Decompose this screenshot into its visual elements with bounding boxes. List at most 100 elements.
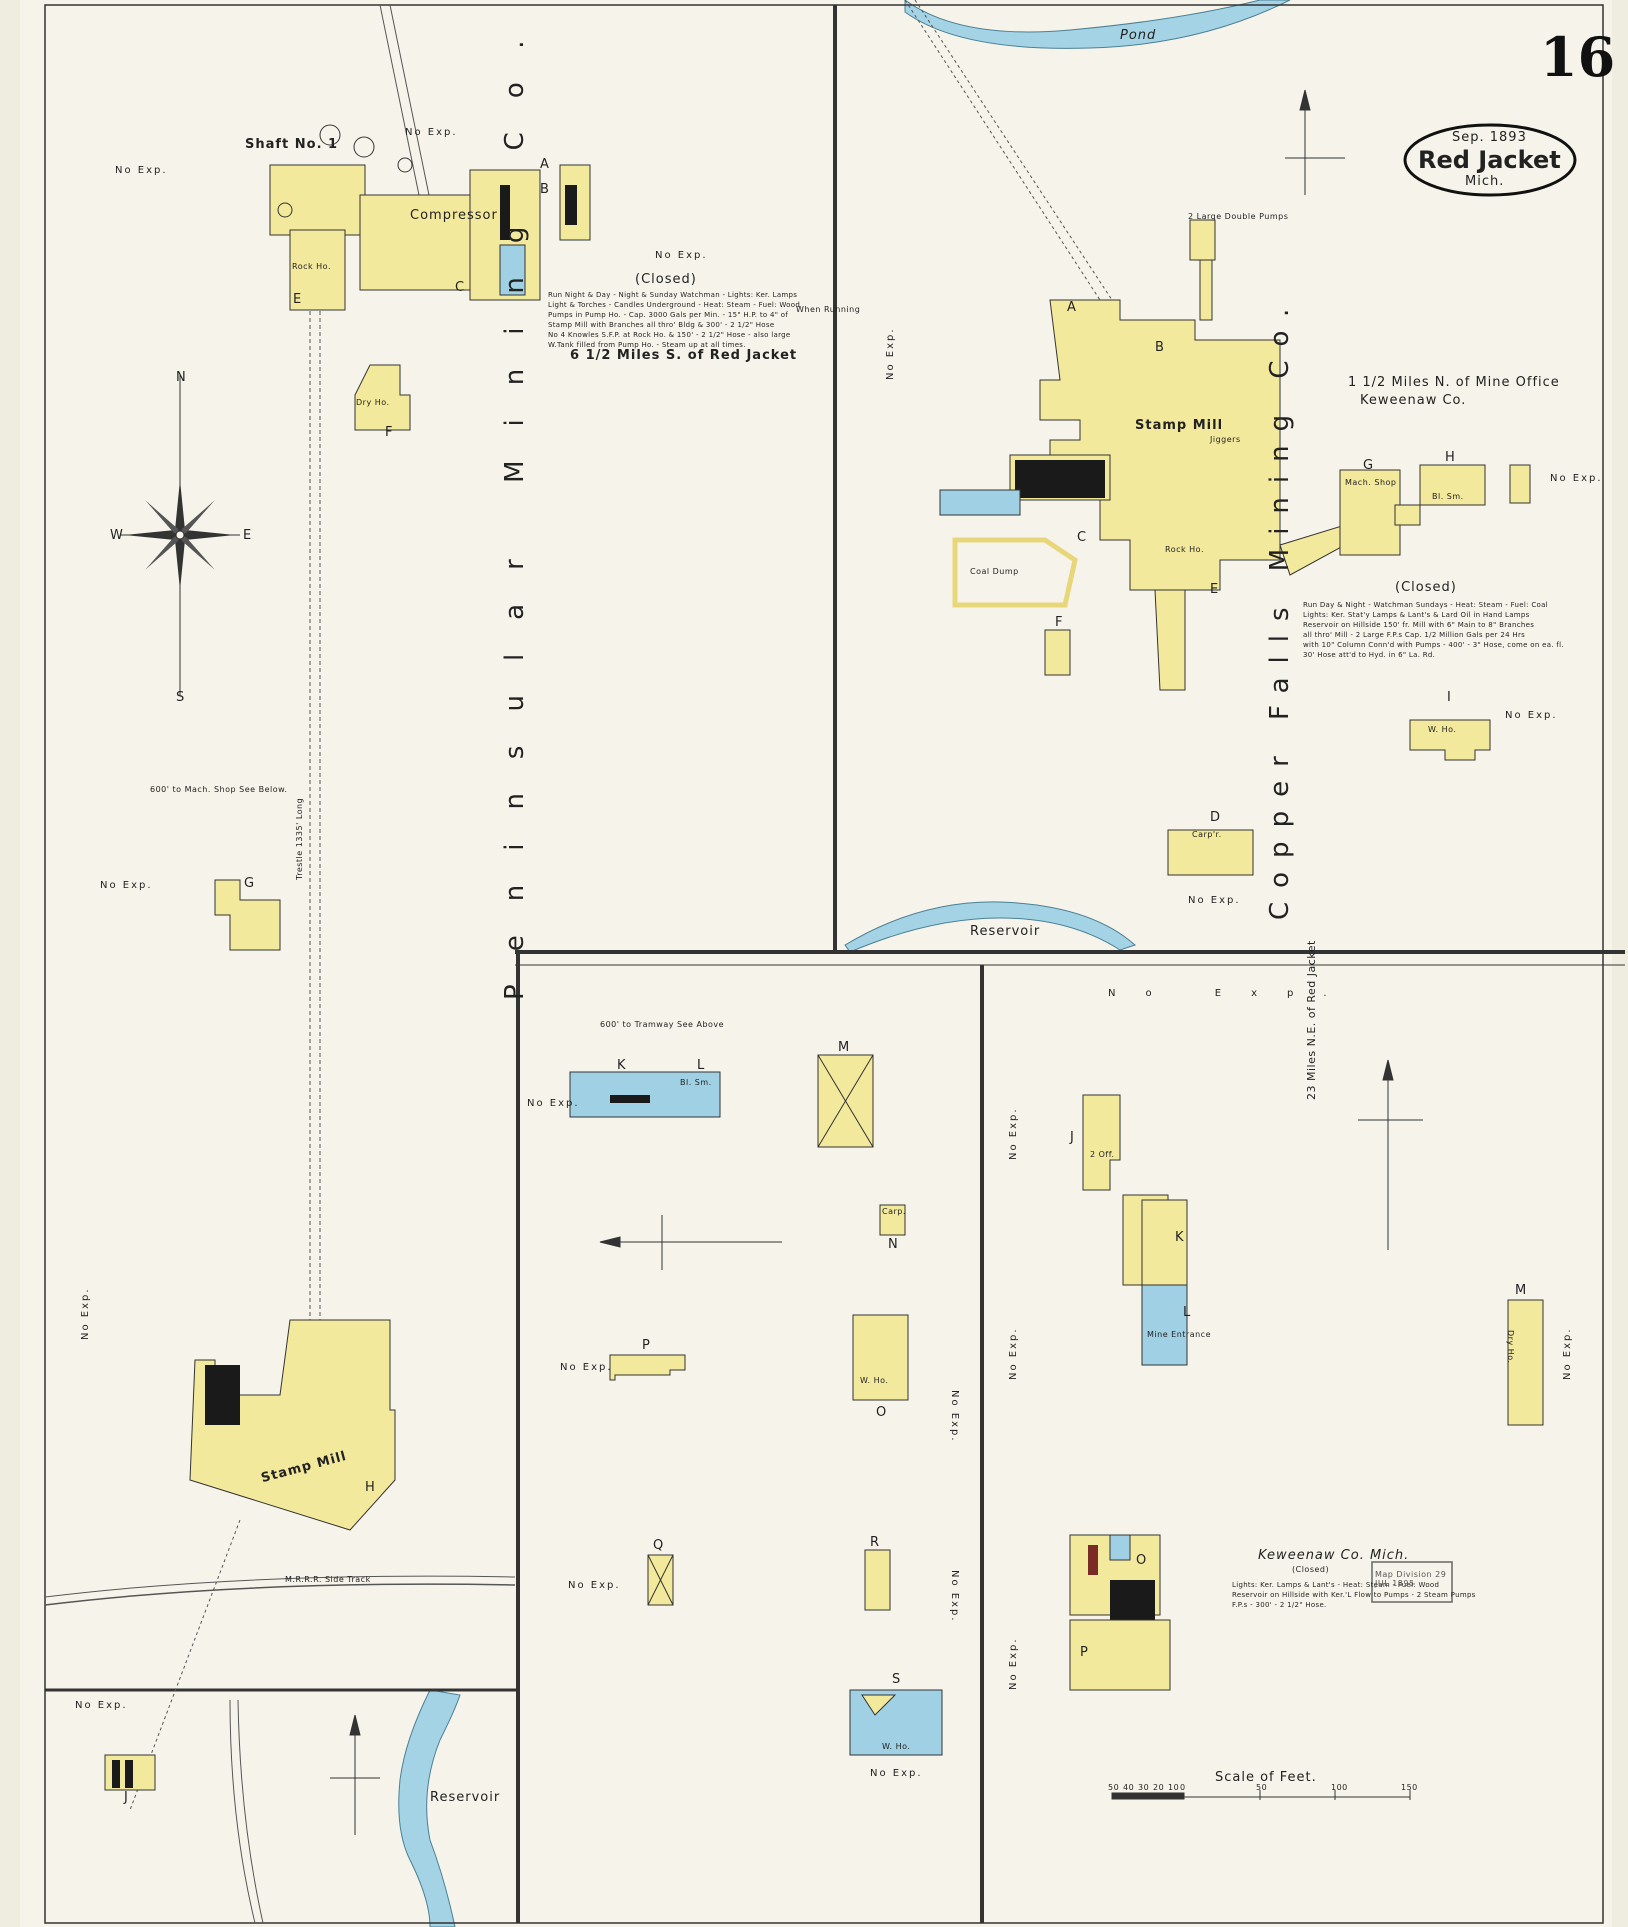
scale-tick-label: 40 [1123, 1783, 1135, 1792]
letter-f-tl: F [385, 425, 394, 440]
reservoir-top-label: Reservoir [970, 924, 1041, 939]
letter-h-tr: H [1445, 450, 1456, 465]
letter-i-tr: I [1447, 690, 1452, 705]
building-n [879, 1204, 906, 1236]
letter-p-br: P [1080, 1645, 1089, 1660]
carp-label-mid: Carp. [882, 1207, 906, 1216]
side-track-label: M.R.R.R. Side Track [285, 1575, 371, 1584]
compressor-house [359, 194, 471, 291]
letter-b-tl: B [540, 182, 550, 197]
no-exp-12: No Exp. [560, 1362, 613, 1373]
letter-l-br: L [1183, 1305, 1192, 1320]
dry-house-m [1507, 1299, 1544, 1426]
reservoir-top [844, 901, 1136, 953]
compass-rose [120, 375, 240, 695]
letter-j-bl: J [124, 1790, 129, 1805]
distance-br: 23 Miles N.E. of Red Jacket [1305, 940, 1318, 1100]
company-copper-falls: Copper Falls Mining Co. [1265, 294, 1295, 920]
closed-tr: (Closed) [1395, 580, 1457, 595]
letter-l-mid: L [697, 1058, 706, 1073]
trestle-label: Trestle 1335' Long [295, 797, 304, 880]
no-exp-6: No Exp. [1505, 710, 1558, 721]
notes-tr: Run Day & Night - Watchman Sundays - Hea… [1303, 601, 1564, 659]
bl-sm-label-tr: Bl. Sm. [1432, 492, 1464, 501]
w-ho-label-s: W. Ho. [882, 1742, 911, 1751]
compass-s: S [176, 690, 186, 705]
no-exp-11: No Exp. [527, 1098, 580, 1109]
no-exp-10: No Exp. [80, 1287, 91, 1340]
closed-tl: (Closed) [635, 272, 697, 287]
no-exp-3: No Exp. [655, 250, 708, 261]
no-exp-8: No Exp. [885, 327, 896, 380]
map-division-stamp [1371, 1561, 1453, 1603]
carpenter-shop [1167, 829, 1254, 876]
location-tr: 1 1/2 Miles N. of Mine Office [1348, 375, 1560, 390]
reservoir-bottom [398, 1689, 461, 1927]
letter-c-tr: C [1077, 530, 1088, 545]
no-exp-2: No Exp. [405, 127, 458, 138]
forge-shed [1044, 629, 1071, 676]
scale-tick-label: 100 [1331, 1783, 1348, 1792]
building-p [609, 1354, 686, 1381]
title-state: Mich. [1465, 174, 1505, 189]
no-exp-20: No Exp. [949, 1390, 960, 1443]
dry-ho-label-tl: Dry Ho. [356, 398, 390, 407]
no-exp-14: No Exp. [870, 1768, 923, 1779]
letter-o-br: O [1136, 1553, 1148, 1568]
letter-q-mid: Q [653, 1538, 665, 1553]
company-peninsular-top: Peninsular Mining Co. [500, 6, 530, 1000]
no-exp-13: No Exp. [568, 1580, 621, 1591]
county-tr: Keweenaw Co. [1360, 393, 1467, 408]
shaft-house [269, 164, 366, 236]
notes-tl: Run Night & Day - Night & Sunday Watchma… [548, 291, 801, 349]
compass-n: N [176, 370, 187, 385]
dry-house [354, 364, 411, 431]
letter-p-mid: P [642, 1338, 651, 1353]
scale-tick-label: 10 [1168, 1783, 1180, 1792]
coal-dump [952, 537, 1078, 608]
letter-a-tr: A [1067, 300, 1077, 315]
compressor-label: Compressor [410, 208, 498, 223]
pump-house [1189, 219, 1216, 261]
stamp-mill-top [1039, 299, 1281, 591]
off-label-br: 2 Off. [1090, 1150, 1115, 1159]
letter-e-tl: E [293, 292, 303, 307]
letter-g-tr: G [1363, 458, 1375, 473]
letter-n-mid: N [888, 1237, 899, 1252]
letter-k-br: K [1175, 1230, 1185, 1245]
letter-j-br: J [1070, 1130, 1075, 1145]
letter-s-mid: S [892, 1672, 902, 1687]
letter-r-mid: R [870, 1535, 881, 1550]
scale-tick-label: 20 [1153, 1783, 1165, 1792]
w-house-mid [852, 1314, 909, 1401]
injector-building [569, 1071, 721, 1118]
dry-ho-label-br: Dry Ho. [1506, 1330, 1515, 1364]
scale-bar [1111, 1790, 1411, 1800]
title-city: Red Jacket [1418, 146, 1561, 174]
pumps-label: 2 Large Double Pumps [1188, 212, 1289, 221]
letter-f-tr: F [1055, 615, 1064, 630]
location-tl: 6 1/2 Miles S. of Red Jacket [570, 348, 798, 363]
office-j [1082, 1094, 1121, 1191]
map-division-stamp-text: Map Division 29 JUL 1895 [1375, 1570, 1447, 1588]
letter-h-bl: H [365, 1480, 376, 1495]
mine-entrance-label: Mine Entrance [1147, 1330, 1212, 1339]
mine-entrance [1141, 1284, 1188, 1366]
rock-house [289, 229, 346, 311]
building-r [864, 1549, 891, 1611]
scale-tick-label: 0 [1180, 1783, 1186, 1792]
w-house [1409, 719, 1491, 761]
no-exp-18: No Exp. [1008, 1637, 1019, 1690]
rock-ho-label-tl: Rock Ho. [292, 262, 331, 271]
letter-m-br: M [1515, 1283, 1528, 1298]
mach-shop-label: Mach. Shop [1345, 478, 1397, 487]
carp-label-tr: Carp'r. [1192, 830, 1222, 839]
iron-house [1509, 464, 1531, 504]
no-exp-9: No Exp. [75, 1700, 128, 1711]
when-running-tl: When Running [796, 305, 861, 314]
no-exp-7: No Exp. [1188, 895, 1241, 906]
sheet-number: 16 [1540, 25, 1616, 89]
letter-m-mid: M [838, 1040, 851, 1055]
pond-label: Pond [1120, 28, 1157, 43]
